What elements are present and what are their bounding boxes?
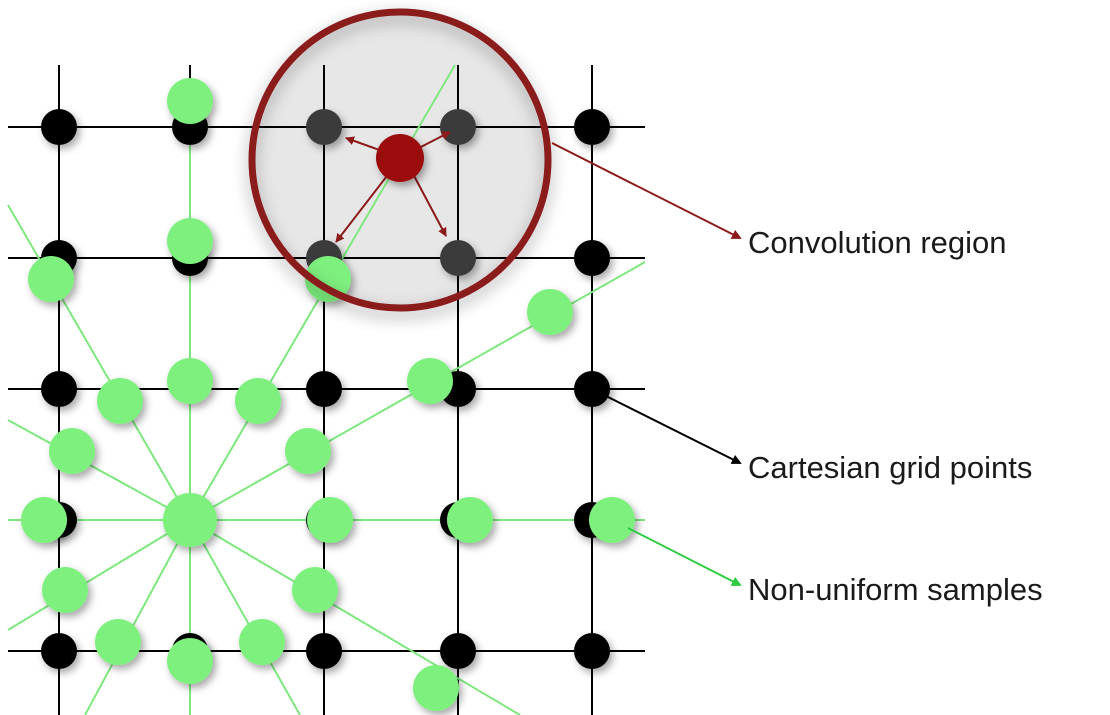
grid-point [41, 109, 77, 145]
center-sample-point [376, 134, 424, 182]
grid-point [41, 371, 77, 407]
convolution-region-label: Convolution region [748, 225, 1007, 260]
cartesian-grid-points-label: Cartesian grid points [748, 450, 1032, 485]
sample-point [28, 256, 74, 302]
sample-point [285, 428, 331, 474]
sample-point [21, 497, 67, 543]
sample-point [167, 638, 213, 684]
convolution-region-ring [248, 8, 552, 312]
sample-point [527, 289, 573, 335]
grid-point [440, 633, 476, 669]
sample-point [292, 567, 338, 613]
sample-point [239, 619, 285, 665]
sample-point [163, 493, 217, 547]
region-grid-point [440, 240, 476, 276]
sample-point [447, 497, 493, 543]
sample-point [413, 665, 459, 711]
grid-point [306, 371, 342, 407]
grid-point [574, 109, 610, 145]
non-uniform-samples-label: Non-uniform samples [748, 572, 1043, 607]
sample-point [42, 567, 88, 613]
sample-point [95, 619, 141, 665]
grid-point [41, 633, 77, 669]
sample-point [305, 256, 351, 302]
sample-point [589, 497, 635, 543]
region-grid-point [440, 109, 476, 145]
sample-arrow-icon [627, 527, 742, 586]
sample-point [167, 218, 213, 264]
sample-point [167, 78, 213, 124]
sample-point [307, 497, 353, 543]
non-uniform-samples [21, 78, 635, 711]
grid-point [574, 240, 610, 276]
sample-point [167, 358, 213, 404]
sample-point [49, 428, 95, 474]
grid-point [574, 371, 610, 407]
grid-point [574, 633, 610, 669]
grid-point [306, 633, 342, 669]
sample-point [407, 358, 453, 404]
region-grid-point [306, 109, 342, 145]
grid-point-arrow-icon [603, 394, 742, 464]
sample-point [97, 378, 143, 424]
sample-point [235, 378, 281, 424]
convolution-region-arrow-icon [551, 142, 742, 239]
